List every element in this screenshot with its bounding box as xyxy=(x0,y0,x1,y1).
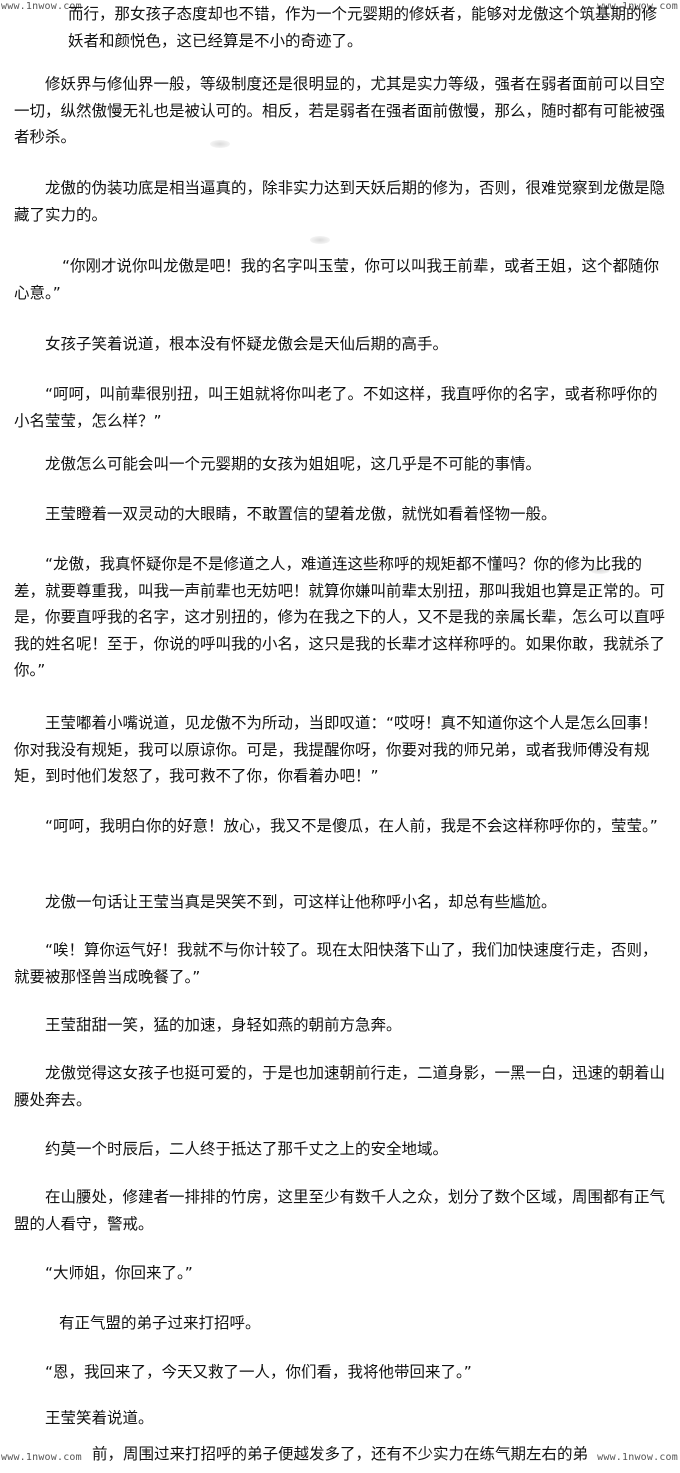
paragraph: 在山腰处，修建者一排排的竹房，这里至少有数千人之众，划分了数个区域，周围都有正气… xyxy=(14,1188,666,1233)
paragraph: 龙傲一句话让王莹当真是哭笑不到，可这样让他称呼小名，却总有些尴尬。 xyxy=(45,893,557,911)
scan-smudge xyxy=(590,566,610,574)
paragraph: 女孩子笑着说道，根本没有怀疑龙傲会是天仙后期的高手。 xyxy=(45,335,449,353)
watermark-bottom-left: www.1nwow.com xyxy=(1,1452,82,1463)
paragraph: 修妖界与修仙界一般，等级制度还是很明显的，尤其是实力等级，强者在弱者面前可以目空… xyxy=(14,75,666,146)
paragraph: 前，周围过来打招呼的弟子便越发多了，还有不少实力在练气期左右的弟 xyxy=(92,1445,589,1463)
paragraph: 王莹嘟着小嘴说道，见龙傲不为所动，当即叹道：“哎呀！真不知道你这个人是怎么回事！… xyxy=(14,714,658,785)
paragraph: 龙傲怎么可能会叫一个元婴期的女孩为姐姐呢，这几乎是不可能的事情。 xyxy=(45,455,542,473)
watermark-bottom-right: www.1nwow.com xyxy=(597,1452,678,1463)
paragraph: “唉！算你运气好！我就不与你计较了。现在太阳快落下山了，我们加快速度行走，否则，… xyxy=(14,941,658,986)
paragraph: “呵呵，我明白你的好意！放心，我又不是傻瓜，在人前，我是不会这样称呼你的，莹莹。… xyxy=(45,817,658,835)
paragraph: “龙傲，我真怀疑你是不是修道之人，难道连这些称呼的规矩都不懂吗？你的修为比我的差… xyxy=(14,555,666,679)
watermark-top-right: www.1nwow.com xyxy=(597,1,678,12)
scan-smudge xyxy=(210,140,230,148)
paragraph: “你刚才说你叫龙傲是吧！我的名字叫玉莹，你可以叫我王前辈，或者王姐，这个都随你心… xyxy=(14,257,660,302)
paragraph: 而行，那女孩子态度却也不错，作为一个元婴期的修妖者，能够对龙傲这个筑基期的修妖者… xyxy=(68,5,658,50)
scan-smudge xyxy=(210,940,230,948)
paragraph: “恩，我回来了，今天又救了一人，你们看，我将他带回来了。” xyxy=(45,1363,472,1381)
paragraph: 有正气盟的弟子过来打招呼。 xyxy=(59,1314,261,1332)
paragraph: 龙傲的伪装功底是相当逼真的，除非实力达到天妖后期的修为，否则，很难觉察到龙傲是隐… xyxy=(14,179,666,224)
scan-smudge xyxy=(310,236,330,244)
paragraph: “呵呵，叫前辈很别扭，叫王姐就将你叫老了。不如这样，我直呼你的名字，或者称呼你的… xyxy=(14,385,658,430)
paragraph: 王莹甜甜一笑，猛的加速，身轻如燕的朝前方急奔。 xyxy=(45,1016,402,1034)
paragraph: 王莹笑着说道。 xyxy=(45,1409,154,1427)
paragraph: 龙傲觉得这女孩子也挺可爱的，于是也加速朝前行走，二道身影，一黑一白，迅速的朝着山… xyxy=(14,1064,666,1109)
paragraph: 王莹瞪着一双灵动的大眼睛，不敢置信的望着龙傲，就恍如看着怪物一般。 xyxy=(45,505,557,523)
paragraph: 约莫一个时辰后，二人终于抵达了那千丈之上的安全地域。 xyxy=(45,1140,449,1158)
watermark-top-left: www.1nwow.com xyxy=(1,1,82,12)
paragraph: “大师姐，你回来了。” xyxy=(45,1264,193,1282)
